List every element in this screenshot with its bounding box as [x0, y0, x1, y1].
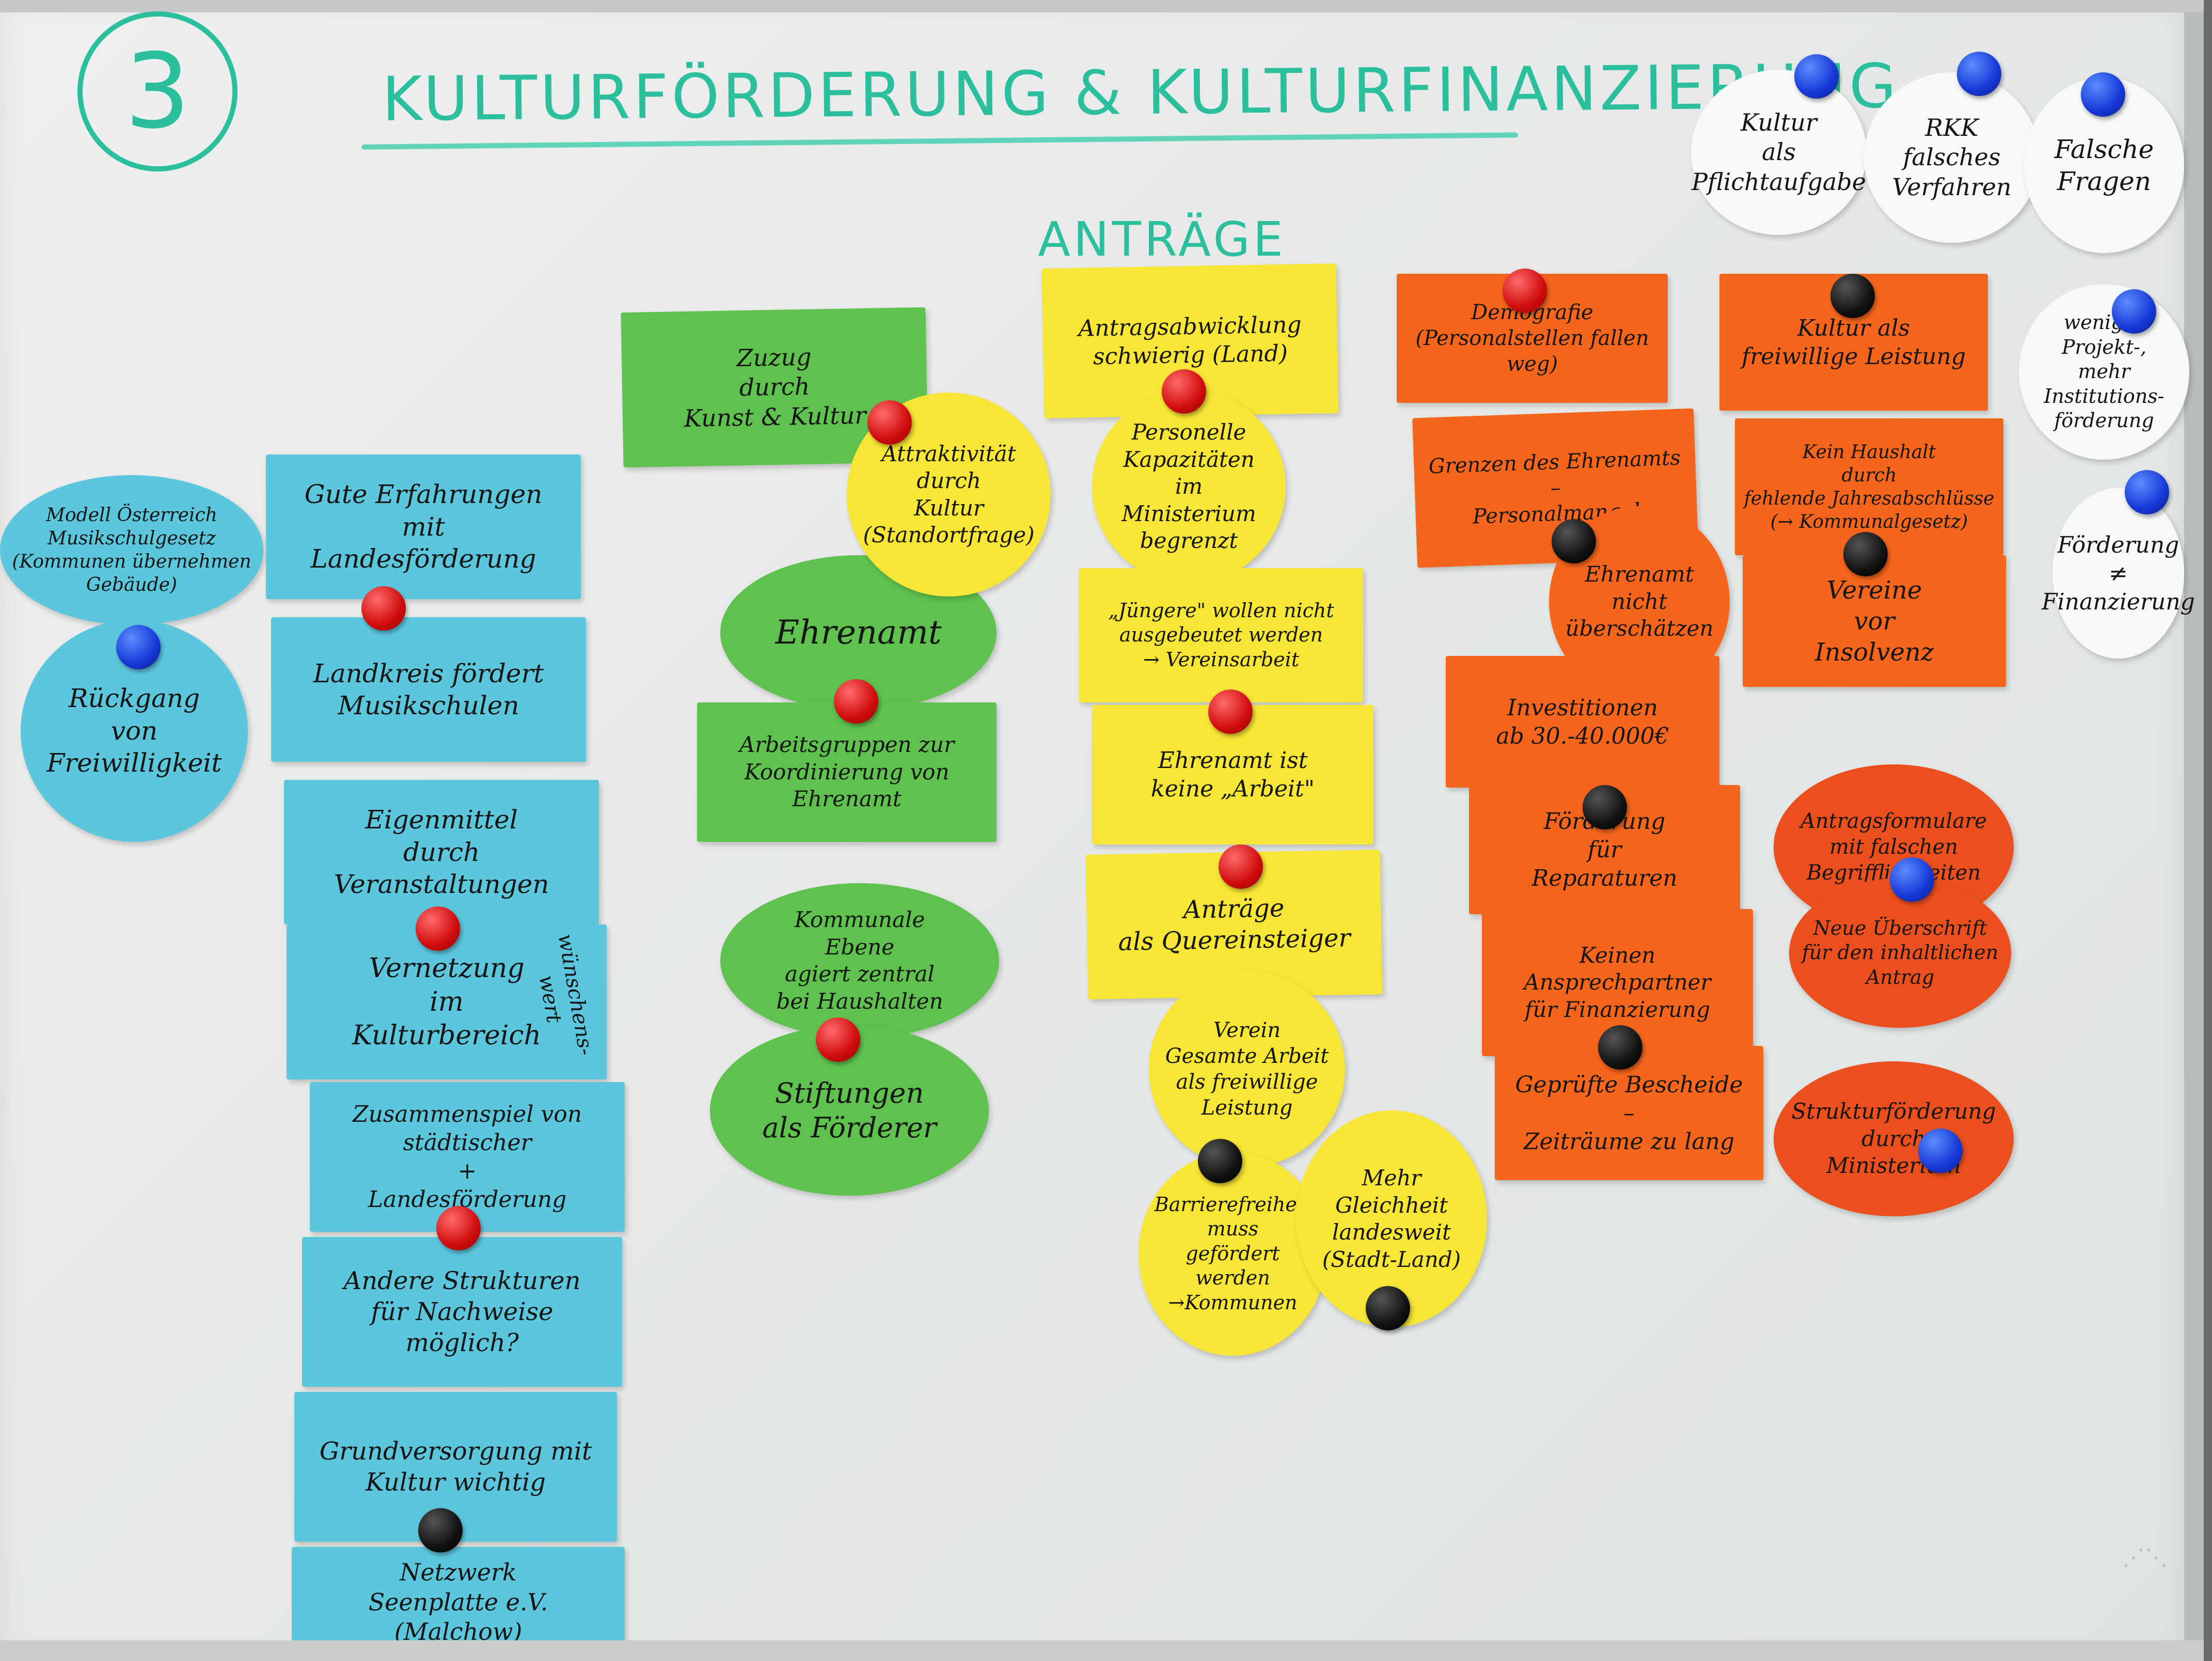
cyan-card-landkreis-musikschulen: Landkreis fördert Musikschulen — [271, 617, 586, 762]
red-oval-neue-ueberschrift: Neue Überschrift für den inhaltlichen An… — [1789, 878, 2011, 1028]
blue-magnet — [2125, 470, 2169, 514]
blue-magnet — [1890, 857, 1934, 902]
board-frame-top — [0, 0, 2204, 12]
yellow-circle-personelle-kapazitaeten: Personelle Kapazitäten im Ministerium be… — [1092, 390, 1286, 584]
board-smudge: ⋰⋱ — [2122, 1544, 2168, 1571]
yellow-circle-mehr-gleichheit: Mehr Gleichheit landesweit (Stadt-Land) — [1296, 1110, 1487, 1327]
red-magnet — [834, 679, 878, 724]
white-circle-institutionsfoerderung: weniger Projekt-, mehr Institutions- för… — [2019, 284, 2189, 460]
board-tray — [0, 1640, 2204, 1661]
orange-card-vereine-insolvenz: Vereine vor Insolvenz — [1743, 555, 2006, 687]
cyan-card-andere-strukturen: Andere Strukturen für Nachweise möglich? — [302, 1237, 622, 1387]
orange-card-gepruefte-bescheide: Geprüfte Bescheide – Zeiträume zu lang — [1495, 1046, 1763, 1180]
cyan-oval-modell-oesterreich: Modell Österreich Musikschulgesetz (Komm… — [0, 475, 263, 625]
cyan-card-grundversorgung: Grundversorgung mit Kultur wichtig — [294, 1392, 617, 1542]
black-magnet — [1598, 1025, 1642, 1070]
cyan-card-vernetzung: Vernetzung im Kulturbereich — [287, 924, 607, 1079]
black-magnet — [418, 1508, 463, 1553]
black-magnet — [1843, 532, 1888, 576]
black-magnet — [1830, 274, 1875, 318]
red-magnet — [1162, 369, 1206, 414]
cyan-card-netzwerk-seenplatte: Netzwerk Seenplatte e.V. (Malchow) — [292, 1547, 625, 1658]
black-magnet — [1198, 1139, 1242, 1183]
blue-magnet — [1957, 52, 2001, 96]
black-magnet — [1366, 1286, 1410, 1330]
red-magnet — [1219, 844, 1263, 889]
red-magnet — [816, 1017, 860, 1062]
orange-card-keinen-ansprechpartner: Keinen Ansprechpartner für Finanzierung — [1482, 909, 1753, 1056]
blue-magnet — [2081, 72, 2125, 117]
orange-card-investitionen: Investitionen ab 30.-40.000€ — [1446, 656, 1719, 788]
yellow-card-juengere: „Jüngere" wollen nicht ausgebeutet werde… — [1079, 568, 1363, 702]
blue-magnet — [1794, 54, 1839, 99]
blue-magnet — [116, 625, 161, 669]
section-heading: ANTRÄGE — [1038, 212, 1286, 267]
title-underline — [361, 132, 1518, 150]
white-circle-pflichtaufgabe: Kultur als Pflichtaufgabe — [1691, 70, 1867, 235]
cyan-card-gute-erfahrungen: Gute Erfahrungen mit Landesförderung — [266, 455, 581, 599]
blue-magnet — [1918, 1129, 1963, 1173]
yellow-circle-verein: Verein Gesamte Arbeit als freiwillige Le… — [1149, 971, 1345, 1167]
blue-magnet — [2112, 289, 2156, 334]
white-circle-rkk: RKK falsches Verfahren — [1864, 72, 2040, 243]
cyan-card-eigenmittel: Eigenmittel durch Veranstaltungen — [284, 780, 599, 924]
black-magnet — [1583, 785, 1627, 829]
section-number: 3 — [77, 11, 238, 171]
white-circle-foerderung-finanzierung: Förderung ≠ Finanzierung — [2042, 488, 2195, 659]
red-oval-strukturfoerderung: Strukturförderung durch Ministerium — [1774, 1061, 2014, 1216]
red-magnet — [867, 400, 912, 445]
board-title: KULTURFÖRDERUNG & KULTURFINANZIERUNG — [382, 50, 1900, 135]
yellow-circle-barrierefreiheit: Barrierefreiheit muss gefördert werden →… — [1139, 1152, 1327, 1356]
red-magnet — [361, 586, 406, 631]
black-magnet — [1552, 519, 1596, 563]
red-magnet — [436, 1206, 481, 1250]
red-magnet — [416, 906, 460, 951]
green-oval-kommunale-ebene: Kommunale Ebene agiert zentral bei Haush… — [720, 883, 999, 1038]
red-magnet — [1503, 269, 1547, 313]
cyan-card-zusammenspiel: Zusammenspiel von städtischer + Landesfö… — [310, 1082, 625, 1232]
red-magnet — [1208, 690, 1253, 734]
green-card-arbeitsgruppen: Arbeitsgruppen zur Koordinierung von Ehr… — [697, 702, 997, 842]
